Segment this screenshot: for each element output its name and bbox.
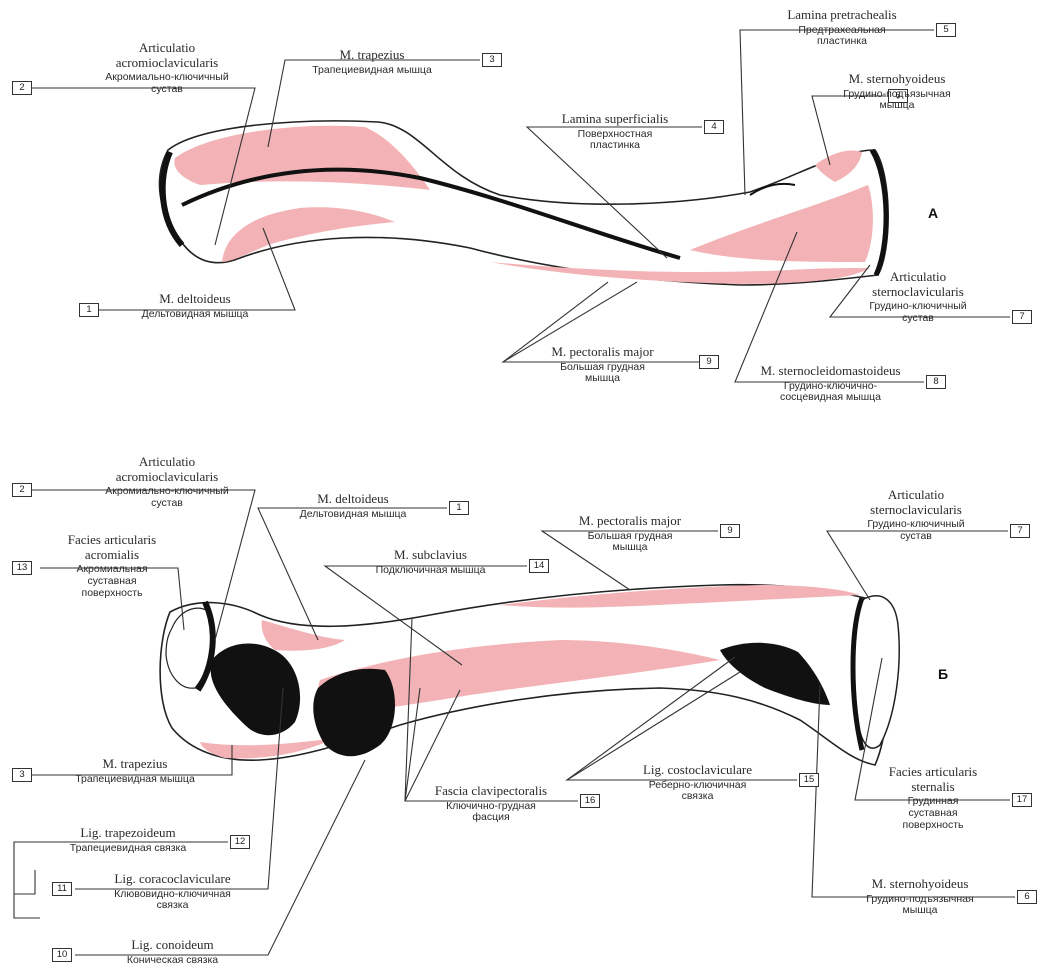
label-b-sternohyoid-latin: M. sternohyoideus bbox=[825, 877, 1015, 892]
label-b-costoclav: Lig. costoclaviculare Реберно-ключичная … bbox=[600, 763, 795, 803]
label-b-deltoid-russian: Дельтовидная мышца bbox=[258, 509, 448, 521]
label-a-sternoclav-russian: Грудино-ключичный сустав bbox=[828, 301, 1008, 325]
label-a-pretracheal-number: 5 bbox=[936, 23, 956, 37]
label-a-sternoclav-latin: Articulatio sternoclavicularis bbox=[828, 270, 1008, 299]
label-a-sternoclav: Articulatio sternoclavicularis Грудино-к… bbox=[828, 270, 1008, 325]
label-b-sternoclav-latin: Articulatio sternoclavicularis bbox=[826, 488, 1006, 517]
label-a-acromioclav-latin: Articulatio acromioclavicularis bbox=[72, 41, 262, 70]
label-b-pectoralis-russian: Большая грудная мышца bbox=[540, 531, 720, 555]
label-b-trapezius-russian: Трапециевидная мышца bbox=[40, 774, 230, 786]
view-label-b: Б bbox=[938, 666, 948, 682]
label-b-facies-acrom-russian: Акромиальная суставная поверхность bbox=[42, 564, 182, 599]
label-a-acromioclav-number: 2 bbox=[12, 81, 32, 95]
label-a-scm: M. sternocleidomastoideus Грудино-ключич… bbox=[738, 364, 923, 404]
label-a-deltoid: M. deltoideus Дельтовидная мышца bbox=[100, 292, 290, 320]
label-b-costoclav-russian: Реберно-ключичная связка bbox=[600, 780, 795, 804]
label-b-conoid-russian: Коническая связка bbox=[75, 955, 270, 967]
label-a-acromioclav-russian: Акромиально-ключичный сустав bbox=[72, 72, 262, 96]
label-a-sternohyoid-latin: M. sternohyoideus bbox=[807, 72, 987, 87]
label-a-sternohyoid-russian: Грудино-подъязычная мышца bbox=[807, 89, 987, 113]
label-b-fascia-number: 16 bbox=[580, 794, 600, 808]
label-b-facies-acrom: Facies articularis acromialis Акромиальн… bbox=[42, 533, 182, 599]
label-b-fascia-latin: Fascia clavipectoralis bbox=[405, 784, 577, 799]
view-label-a: А bbox=[928, 205, 938, 221]
label-b-subclavius: M. subclavius Подключичная мышца bbox=[338, 548, 523, 576]
label-b-fascia: Fascia clavipectoralis Ключично-грудная … bbox=[405, 784, 577, 824]
label-a-pectoralis-number: 9 bbox=[699, 355, 719, 369]
label-b-facies-acrom-number: 13 bbox=[12, 561, 32, 575]
label-b-subclavius-number: 14 bbox=[529, 559, 549, 573]
label-b-sternohyoid-number: 6 bbox=[1017, 890, 1037, 904]
label-b-pectoralis: M. pectoralis major Большая грудная мышц… bbox=[540, 514, 720, 554]
label-b-coracoclav: Lig. coracoclaviculare Клювовидно-ключич… bbox=[75, 872, 270, 912]
label-b-facies-acrom-latin: Facies articularis acromialis bbox=[42, 533, 182, 562]
label-b-facies-stern-latin: Facies articularis sternalis bbox=[858, 765, 1008, 794]
label-b-subclavius-russian: Подключичная мышца bbox=[338, 565, 523, 577]
label-b-trapezoid-russian: Трапециевидная связка bbox=[28, 843, 228, 855]
label-b-sternoclav: Articulatio sternoclavicularis Грудино-к… bbox=[826, 488, 1006, 543]
label-b-acromioclav-latin: Articulatio acromioclavicularis bbox=[72, 455, 262, 484]
label-b-acromioclav-number: 2 bbox=[12, 483, 32, 497]
label-b-facies-stern: Facies articularis sternalis Грудинная с… bbox=[858, 765, 1008, 831]
label-b-costoclav-latin: Lig. costoclaviculare bbox=[600, 763, 795, 778]
label-b-conoid-number: 10 bbox=[52, 948, 72, 962]
label-a-deltoid-russian: Дельтовидная мышца bbox=[100, 309, 290, 321]
label-a-deltoid-number: 1 bbox=[79, 303, 99, 317]
label-b-trapezoid-latin: Lig. trapezoideum bbox=[28, 826, 228, 841]
label-b-pectoralis-latin: M. pectoralis major bbox=[540, 514, 720, 529]
label-a-acromioclav: Articulatio acromioclavicularis Акромиал… bbox=[72, 41, 262, 96]
label-b-trapezoid: Lig. trapezoideum Трапециевидная связка bbox=[28, 826, 228, 854]
label-b-fascia-russian: Ключично-грудная фасция bbox=[405, 801, 577, 825]
label-b-acromioclav: Articulatio acromioclavicularis Акромиал… bbox=[72, 455, 262, 510]
label-a-sternoclav-number: 7 bbox=[1012, 310, 1032, 324]
label-b-pectoralis-number: 9 bbox=[720, 524, 740, 538]
label-b-costoclav-number: 15 bbox=[799, 773, 819, 787]
label-a-pretracheal-latin: Lamina pretrachealis bbox=[752, 8, 932, 23]
clavicle-view-b bbox=[160, 585, 899, 765]
label-b-facies-stern-number: 17 bbox=[1012, 793, 1032, 807]
label-b-coracoclav-number: 11 bbox=[52, 882, 72, 896]
label-a-pretracheal: Lamina pretrachealis Предтрахеальная пла… bbox=[752, 8, 932, 48]
label-a-scm-latin: M. sternocleidomastoideus bbox=[738, 364, 923, 379]
label-a-pectoralis-russian: Большая грудная мышца bbox=[510, 362, 695, 386]
label-b-trapezius: M. trapezius Трапециевидная мышца bbox=[40, 757, 230, 785]
label-a-trapezius: M. trapezius Трапециевидная мышца bbox=[272, 48, 472, 76]
label-b-sternohyoid-russian: Грудино-подъязычная мышца bbox=[825, 894, 1015, 918]
label-b-trapezius-latin: M. trapezius bbox=[40, 757, 230, 772]
label-a-scm-russian: Грудино-ключично- сосцевидная мышца bbox=[738, 381, 923, 405]
label-a-sternohyoid: M. sternohyoideus Грудино-подъязычная мы… bbox=[807, 72, 987, 112]
label-b-sternoclav-number: 7 bbox=[1010, 524, 1030, 538]
label-b-sternohyoid: M. sternohyoideus Грудино-подъязычная мы… bbox=[825, 877, 1015, 917]
trapezoid-ligament-b bbox=[313, 669, 395, 756]
label-a-superficial-latin: Lamina superficialis bbox=[530, 112, 700, 127]
label-b-sternoclav-russian: Грудино-ключичный сустав bbox=[826, 519, 1006, 543]
label-a-deltoid-latin: M. deltoideus bbox=[100, 292, 290, 307]
label-b-coracoclav-russian: Клювовидно-ключичная связка bbox=[75, 889, 270, 913]
label-b-trapezius-number: 3 bbox=[12, 768, 32, 782]
label-a-trapezius-russian: Трапециевидная мышца bbox=[272, 65, 472, 77]
label-b-conoid-latin: Lig. conoideum bbox=[75, 938, 270, 953]
leader-b-conoid bbox=[75, 760, 365, 955]
label-b-trapezoid-number: 12 bbox=[230, 835, 250, 849]
label-a-trapezius-latin: M. trapezius bbox=[272, 48, 472, 63]
sternal-facet-b bbox=[854, 596, 899, 748]
label-b-acromioclav-russian: Акромиально-ключичный сустав bbox=[72, 486, 262, 510]
label-a-scm-number: 8 bbox=[926, 375, 946, 389]
label-b-conoid: Lig. conoideum Коническая связка bbox=[75, 938, 270, 966]
label-b-deltoid: M. deltoideus Дельтовидная мышца bbox=[258, 492, 448, 520]
label-a-pectoralis: M. pectoralis major Большая грудная мышц… bbox=[510, 345, 695, 385]
label-a-superficial-russian: Поверхностная пластинка bbox=[530, 129, 700, 153]
label-b-subclavius-latin: M. subclavius bbox=[338, 548, 523, 563]
label-b-deltoid-latin: M. deltoideus bbox=[258, 492, 448, 507]
label-a-pretracheal-russian: Предтрахеальная пластинка bbox=[752, 25, 932, 49]
label-a-pectoralis-latin: M. pectoralis major bbox=[510, 345, 695, 360]
label-b-coracoclav-latin: Lig. coracoclaviculare bbox=[75, 872, 270, 887]
label-a-superficial: Lamina superficialis Поверхностная пласт… bbox=[530, 112, 700, 152]
label-b-deltoid-number: 1 bbox=[449, 501, 469, 515]
leader-b-trapezoid-2 bbox=[14, 870, 35, 894]
label-a-superficial-number: 4 bbox=[704, 120, 724, 134]
label-b-facies-stern-russian: Грудинная суставная поверхность bbox=[858, 796, 1008, 831]
label-a-trapezius-number: 3 bbox=[482, 53, 502, 67]
